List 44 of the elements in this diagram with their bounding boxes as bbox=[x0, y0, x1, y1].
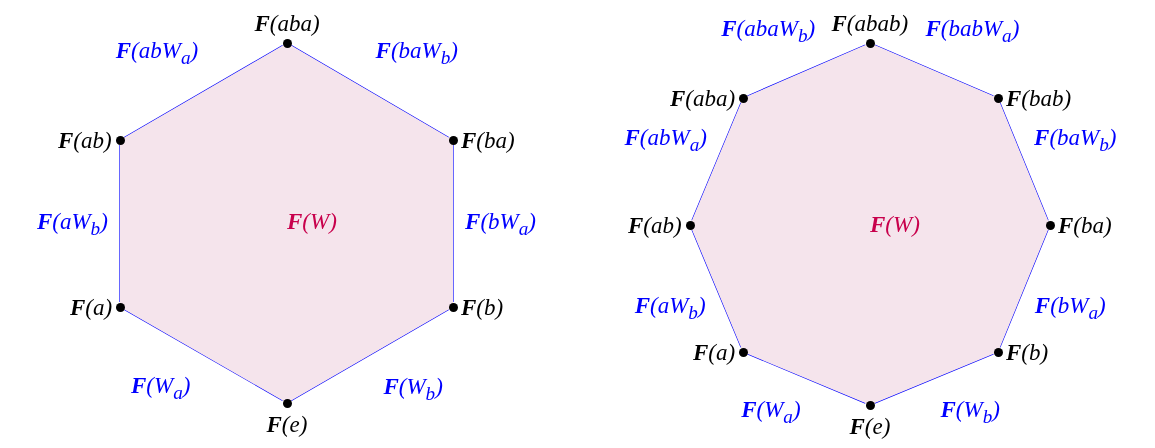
region-label: F(W) bbox=[870, 213, 920, 236]
vertex-label: F(ba) bbox=[1058, 213, 1112, 237]
vertex-label: F(abab) bbox=[831, 12, 909, 35]
polygon-side bbox=[290, 44, 450, 139]
edge-label: F(aW$_{b}$) bbox=[36, 209, 108, 238]
polygon-side bbox=[452, 144, 454, 303]
edge-label: F(bW$_{a}$) bbox=[465, 209, 537, 238]
edge-label: F(baW$_{b}$) bbox=[1034, 126, 1117, 155]
polygon-side bbox=[874, 353, 994, 404]
polygon-side bbox=[999, 102, 1049, 221]
vertex-label: F(ab) bbox=[628, 213, 682, 237]
edge-label: F(abaW$_{b}$) bbox=[721, 16, 816, 45]
polygon-side bbox=[999, 229, 1049, 348]
edge-label: F(abW$_{a}$) bbox=[624, 126, 707, 155]
edge-label: F(baW$_{b}$) bbox=[375, 38, 458, 67]
vertex-label: F(ba) bbox=[461, 128, 515, 152]
vertex-label: F(ab) bbox=[58, 128, 112, 152]
vertex-label: F(e) bbox=[849, 415, 891, 438]
polygon-side bbox=[747, 353, 866, 404]
vertex-label: F(aba) bbox=[254, 12, 320, 35]
edge-label: F(W$_{b}$) bbox=[940, 397, 1000, 426]
edge-label: F(babW$_{a}$) bbox=[925, 16, 1020, 45]
polygon-side bbox=[119, 144, 121, 303]
region-label: F(W) bbox=[287, 210, 337, 233]
polygon-side bbox=[747, 44, 866, 97]
vertex-label: F(e) bbox=[266, 413, 308, 436]
polygon-side bbox=[874, 44, 994, 97]
vertex-label: F(b) bbox=[1006, 340, 1049, 364]
edge-label: F(abW$_{a}$) bbox=[115, 38, 199, 67]
vertex-label: F(a) bbox=[693, 340, 736, 364]
polygon-side bbox=[123, 44, 284, 139]
edge-label: F(bW$_{a}$) bbox=[1034, 293, 1106, 322]
vertex-label: F(bab) bbox=[1006, 86, 1072, 110]
edge-label: F(aW$_{b}$) bbox=[634, 293, 706, 322]
polygon-side bbox=[691, 229, 742, 348]
edge-label: F(W$_{a}$) bbox=[130, 374, 191, 403]
polygon-side bbox=[123, 308, 284, 402]
edge-label: F(W$_{a}$) bbox=[741, 397, 801, 426]
vertex-label: F(aba) bbox=[670, 86, 736, 110]
vertex-label: F(b) bbox=[461, 295, 504, 319]
polygon-side bbox=[290, 308, 450, 402]
edge-label: F(W$_{b}$) bbox=[383, 374, 443, 403]
vertex-label: F(a) bbox=[70, 295, 113, 319]
polygon-side bbox=[691, 102, 742, 221]
